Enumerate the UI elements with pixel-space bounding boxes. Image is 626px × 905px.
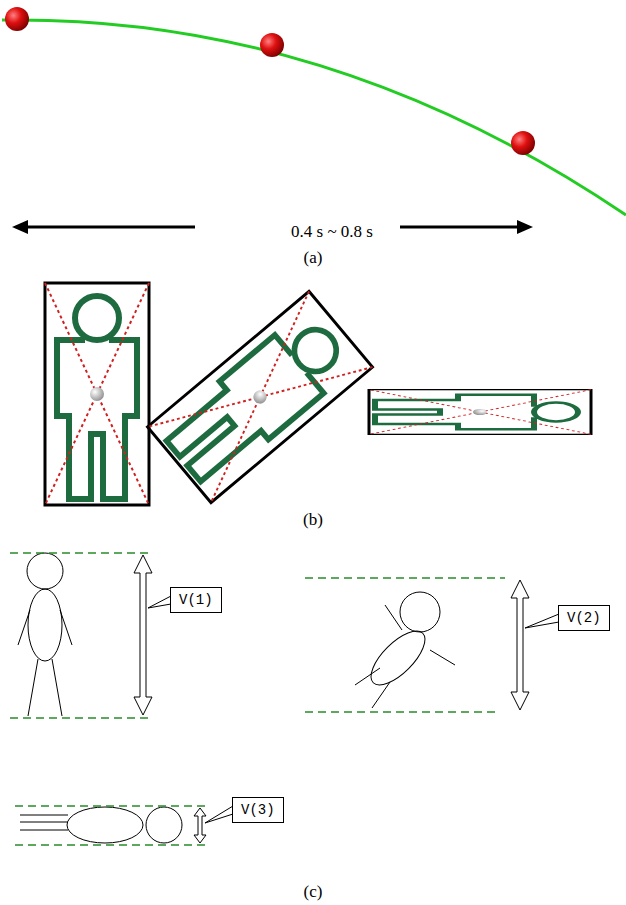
panel-label: (a) bbox=[304, 249, 323, 268]
panel-label: (b) bbox=[303, 511, 323, 530]
callout-pointers bbox=[148, 596, 559, 823]
trajectory bbox=[2, 7, 626, 215]
height-arrows bbox=[134, 555, 529, 843]
callout-text: V(2) bbox=[567, 610, 601, 626]
time-arrows bbox=[12, 220, 533, 234]
stick-figures bbox=[18, 553, 455, 843]
dashed-guides bbox=[10, 553, 505, 845]
callout-box: V(3) bbox=[232, 797, 284, 824]
callout-box: V(1) bbox=[170, 587, 222, 614]
callout-text: V(3) bbox=[241, 802, 275, 818]
time-label: 0.4 s ~ 0.8 s bbox=[291, 223, 373, 242]
panel-label: (c) bbox=[304, 883, 323, 902]
body-figures bbox=[45, 283, 591, 505]
callout-text: V(1) bbox=[179, 592, 213, 608]
callout-box: V(2) bbox=[558, 605, 610, 632]
